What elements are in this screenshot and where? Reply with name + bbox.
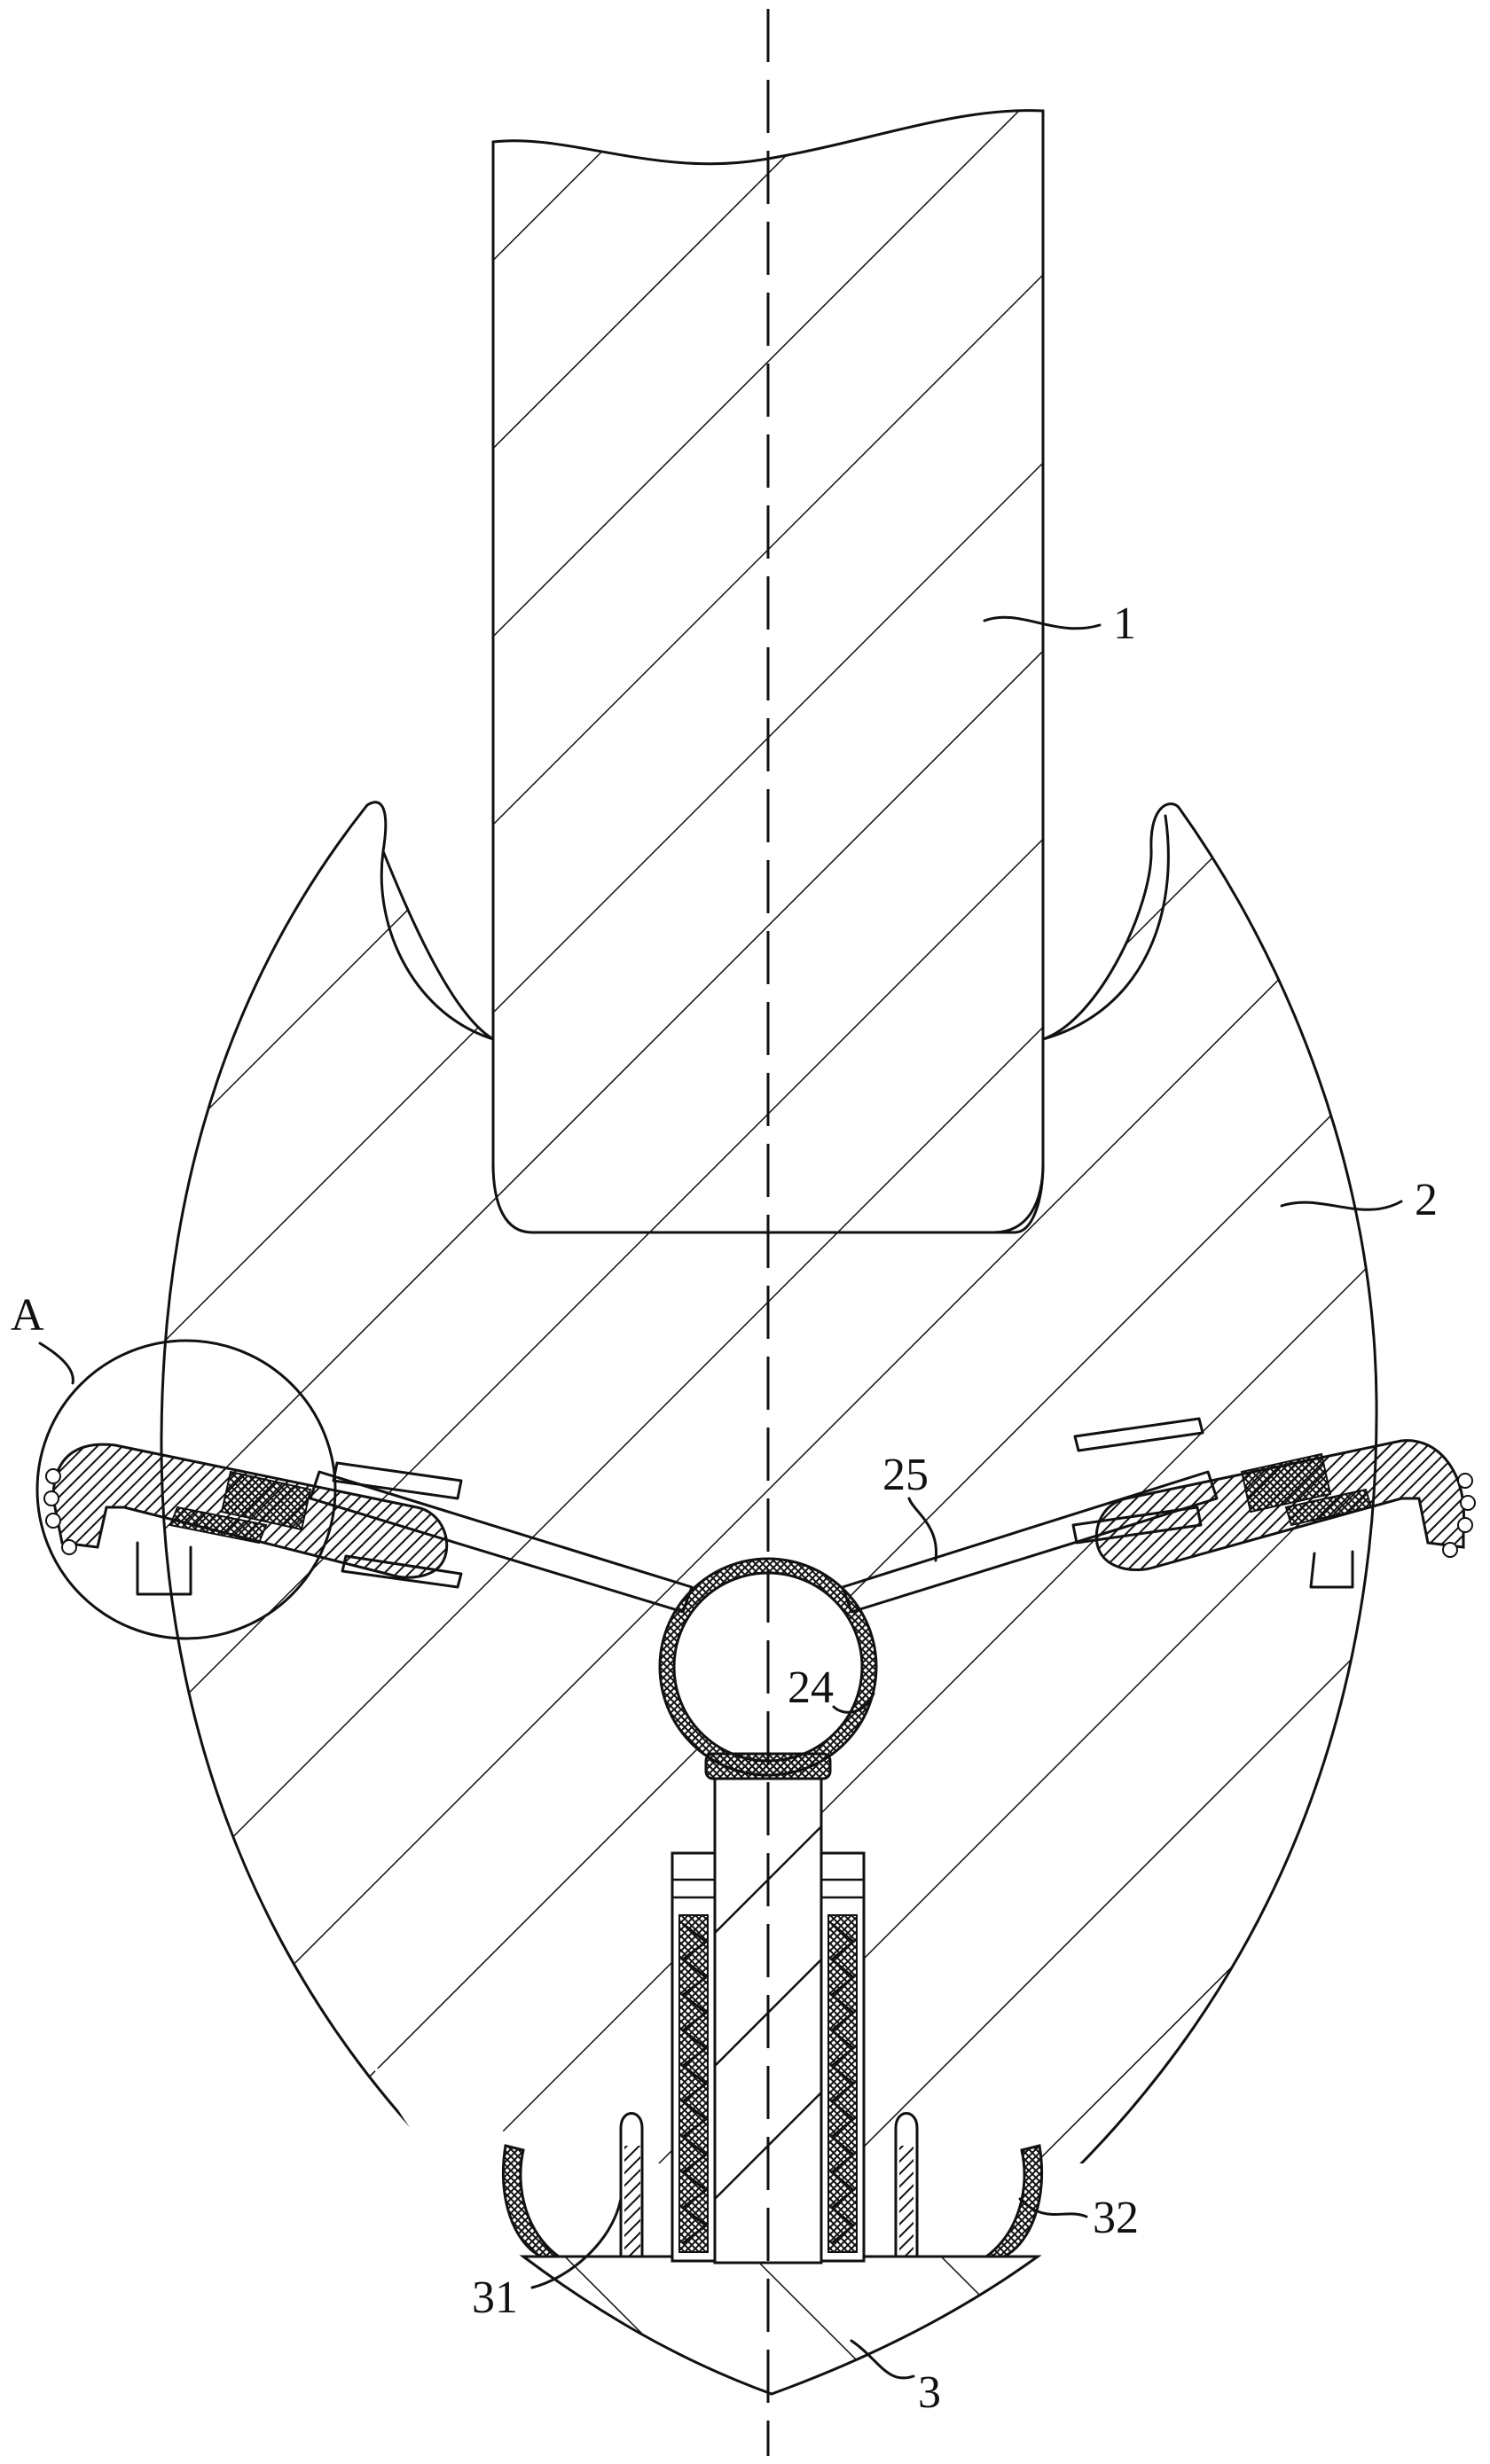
detail-circle-A [35,1339,337,1640]
callout-label-25: 25 [882,1450,929,1500]
callout-25: 25 [882,1450,938,1562]
top-right-cutout [1041,814,1170,1041]
arm-right [1094,1439,1476,1589]
spring-right [820,1851,866,2263]
tip-hatch [519,2255,1042,2396]
callout-label-2: 2 [1415,1175,1438,1225]
bottom-fins-31 [619,2112,919,2258]
callout-label-1: 1 [1113,598,1136,649]
curved-blades-32 [501,2144,1044,2258]
callout-31: 31 [472,2197,623,2323]
callout-A: A [11,1290,74,1385]
callout-label-32: 32 [1093,2193,1139,2243]
callout-1: 1 [983,598,1136,649]
callout-3: 3 [850,2339,941,2418]
callout-label-A: A [11,1290,44,1341]
top-left-cutout [380,849,495,1041]
callout-label-3: 3 [918,2367,941,2418]
spring-left [670,1851,717,2263]
callout-32: 32 [1018,2193,1139,2243]
callout-24: 24 [788,1662,875,1714]
arm-left [43,1443,449,1596]
callout-label-24: 24 [788,1662,834,1713]
callout-2: 2 [1280,1175,1438,1225]
callout-label-31: 31 [472,2272,518,2323]
